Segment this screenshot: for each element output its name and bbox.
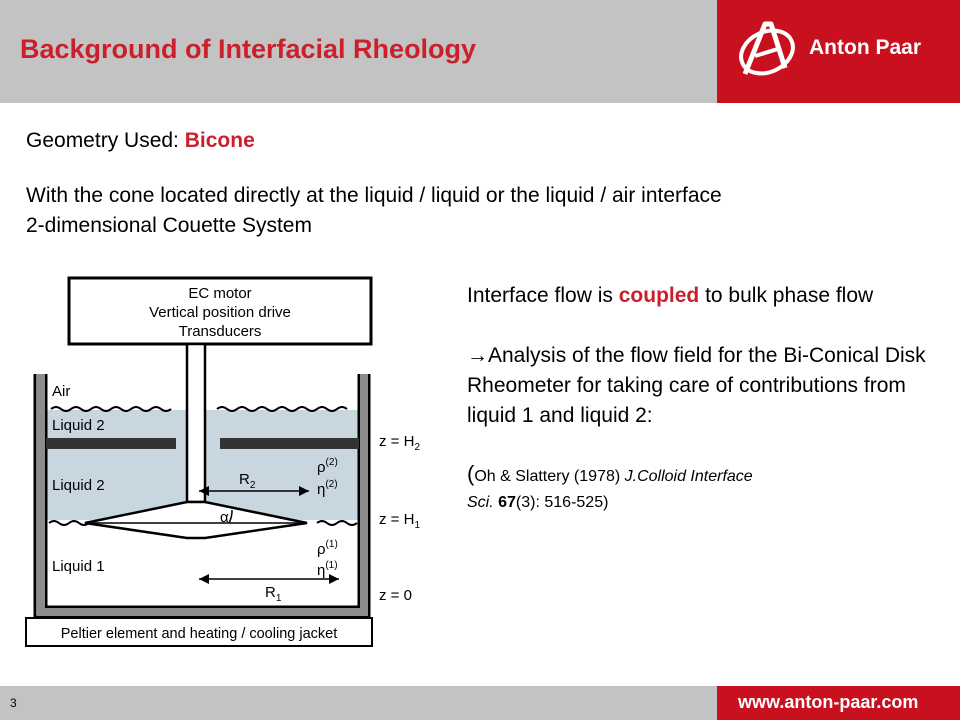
slide-title: Background of Interfacial Rheology: [20, 34, 477, 64]
slide-header: Background of Interfacial Rheology Anton…: [0, 0, 960, 103]
right-arrow-icon: →: [467, 344, 488, 367]
r2-arrow-head-left: [199, 486, 209, 496]
liquid-interface-wave-left: [48, 520, 90, 526]
liquid-1-label: Liquid 1: [52, 558, 105, 575]
liquid-2-top-label: Liquid 2: [52, 417, 105, 434]
geometry-value: Bicone: [184, 129, 255, 152]
z-0-label: z = 0: [379, 587, 412, 604]
r2-label: R2: [239, 471, 256, 491]
vessel-wall-right-fill: [360, 374, 368, 616]
liquid-interface-wave-right: [316, 520, 358, 526]
r1-arrow-head-left: [199, 574, 209, 584]
alpha-arc: [228, 509, 233, 524]
peltier-box: [25, 617, 373, 647]
reference: (Oh & Slattery (1978) J.Colloid Interfac…: [467, 461, 937, 516]
air-label: Air: [52, 383, 70, 400]
reference-journal: J.Colloid Interface: [624, 468, 753, 485]
liquid-2-label: Liquid 2: [52, 477, 105, 494]
website-url: www.anton-paar.com: [738, 692, 919, 712]
rho-2-label: ρ(2): [317, 457, 338, 476]
reference-authors: Oh & Slattery (1978): [474, 468, 625, 485]
vessel-inner-wall: [44, 374, 361, 609]
motor-line-3: Transducers: [179, 323, 262, 340]
geometry-line: Geometry Used: Bicone: [26, 129, 255, 153]
peltier-label: Peltier element and heating / cooling ja…: [61, 626, 337, 642]
right-text-block: Interface flow is coupled to bulk phase …: [467, 281, 937, 516]
logo-text: Anton Paar: [809, 36, 922, 59]
analysis-paragraph: →Analysis of the flow field for the Bi-C…: [467, 341, 937, 431]
reference-pages: (3): 516-525): [515, 494, 609, 511]
z-h1-label: z = H1: [379, 511, 420, 531]
air-interface-wave-left: [50, 406, 172, 412]
coupled-pre-text: Interface flow is: [467, 284, 619, 307]
motor-line-2: Vertical position drive: [149, 304, 291, 321]
vessel-bottom-fill: [37, 608, 368, 616]
air-interface-wave-right: [216, 406, 348, 412]
coupled-post-text: to bulk phase flow: [699, 284, 874, 307]
disk-right: [220, 438, 359, 449]
slide-footer: 3 www.anton-paar.com: [0, 686, 960, 720]
description-line-1: With the cone located directly at the li…: [26, 184, 722, 207]
coupled-paragraph: Interface flow is coupled to bulk phase …: [467, 281, 937, 311]
r2-arrow-head-right: [299, 486, 309, 496]
reference-line-2: Sci. 67(3): 516-525): [467, 490, 937, 516]
shaft: [185, 342, 207, 504]
r1-label: R1: [265, 584, 282, 604]
alpha-label: α: [220, 509, 229, 526]
reference-volume: 67: [498, 494, 516, 511]
motor-line-1: EC motor: [188, 285, 251, 302]
vessel-wall-left-fill: [37, 374, 45, 616]
bicone-diagram-svg: EC motor Vertical position drive Transdu…: [25, 276, 420, 647]
description: With the cone located directly at the li…: [26, 181, 936, 241]
anton-paar-logo-icon: [739, 21, 795, 76]
analysis-text: Analysis of the flow field for the Bi-Co…: [467, 344, 926, 427]
eta-1-label: η(1): [317, 560, 338, 579]
r1-arrow-head-right: [329, 574, 339, 584]
geometry-label: Geometry Used:: [26, 129, 185, 152]
reference-paren: (: [467, 461, 475, 486]
rho-1-label: ρ(1): [317, 539, 338, 558]
footer-url-box: www.anton-paar.com: [717, 686, 960, 720]
page-number: 3: [10, 696, 17, 710]
bicone-diagram: EC motor Vertical position drive Transdu…: [17, 272, 433, 657]
reference-line-1: (Oh & Slattery (1978) J.Colloid Interfac…: [467, 461, 937, 490]
motor-box: [67, 276, 373, 346]
disk-left: [46, 438, 176, 449]
logo-box: Anton Paar: [717, 0, 960, 103]
coupled-word: coupled: [618, 284, 700, 307]
description-line-2: 2-dimensional Couette System: [26, 214, 312, 237]
reference-journal-cont: Sci.: [467, 494, 494, 511]
z-h2-label: z = H2: [379, 433, 420, 453]
eta-2-label: η(2): [317, 479, 338, 498]
